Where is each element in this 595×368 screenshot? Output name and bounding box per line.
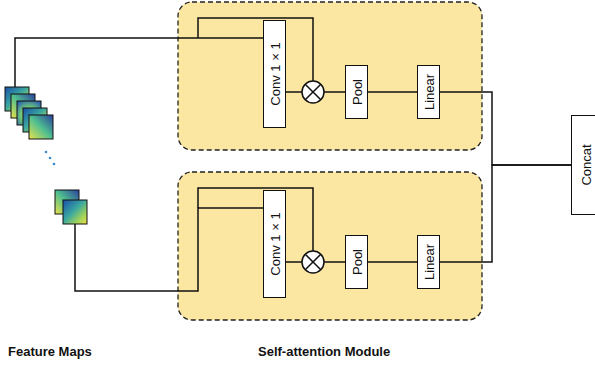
pool-box: Pool xyxy=(345,235,368,289)
connector xyxy=(440,165,571,262)
connector xyxy=(368,92,417,93)
linear-box: Linear xyxy=(417,65,440,119)
module-frame xyxy=(178,172,482,320)
conv-box: Conv 1 × 1 xyxy=(263,20,286,128)
conv-box: Conv 1 × 1 xyxy=(263,190,286,298)
module-frame xyxy=(178,2,482,150)
caption-label: Feature Maps xyxy=(8,344,92,359)
input-wires xyxy=(15,18,313,291)
box-label: Pool xyxy=(349,249,364,275)
connector xyxy=(368,262,417,263)
caption-label: Self-attention Module xyxy=(258,344,390,359)
box-label: Conv 1 × 1 xyxy=(267,212,282,275)
feature-map-stack xyxy=(5,87,87,224)
box-label: Linear xyxy=(421,74,436,110)
box-label: Conv 1 × 1 xyxy=(267,42,282,105)
pool-box: Pool xyxy=(345,65,368,119)
box-label: Pool xyxy=(349,79,364,105)
concat-box: Concat xyxy=(571,115,595,215)
linear-box: Linear xyxy=(417,235,440,289)
box-label: Concat xyxy=(579,144,594,185)
connector xyxy=(440,92,571,165)
multiply-symbol xyxy=(302,81,324,273)
box-label: Linear xyxy=(421,244,436,280)
